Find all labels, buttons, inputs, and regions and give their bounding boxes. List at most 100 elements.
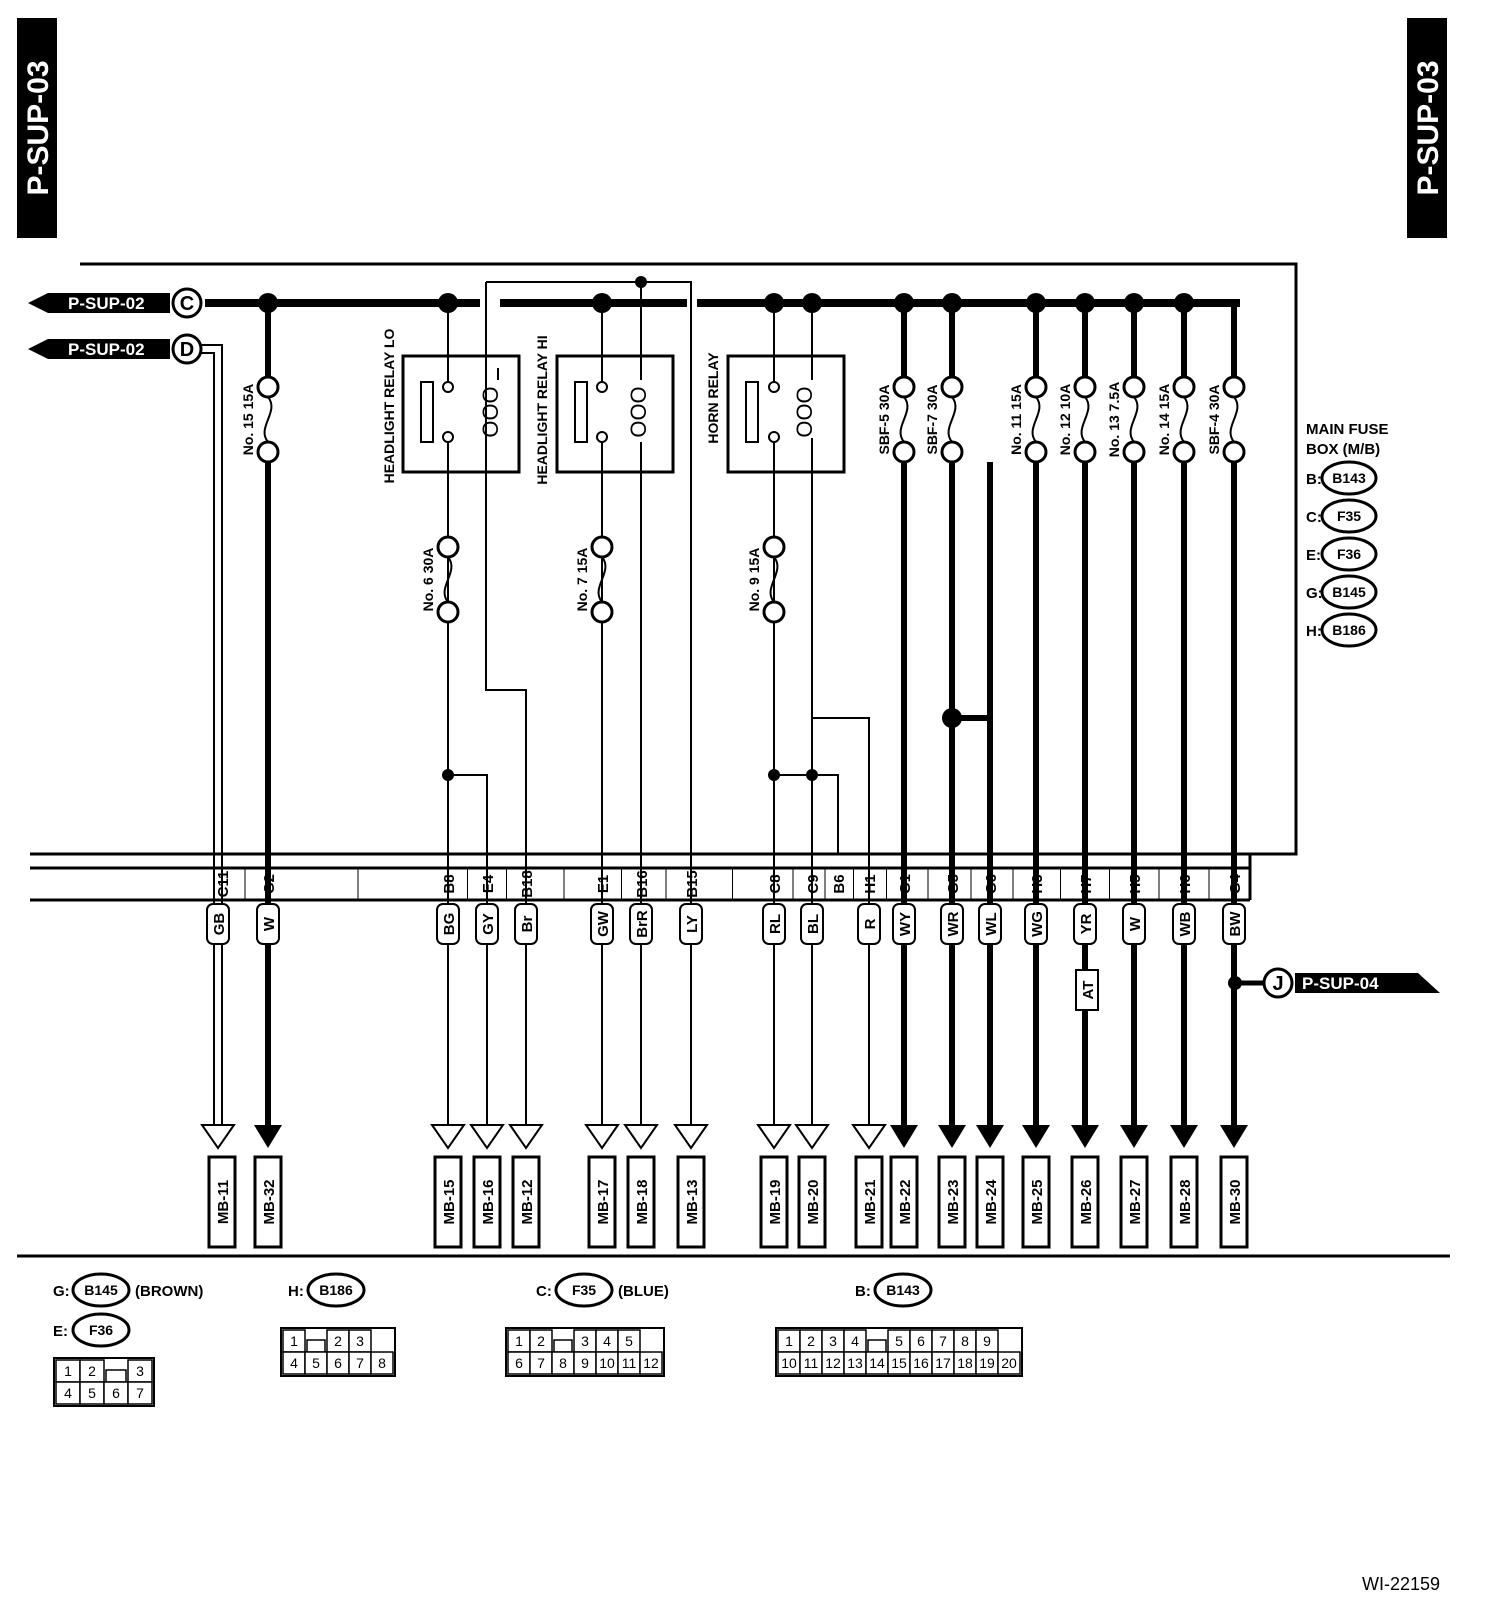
wire-color-6: BrR (634, 910, 651, 938)
dest-box-11 (889, 1155, 919, 1249)
dest-label-13: MB-24 (983, 1179, 1000, 1225)
offpage-in-d-label: P-SUP-02 (68, 340, 145, 359)
wire-color-0: GB (211, 913, 228, 936)
legend-code-0: B143 (1332, 470, 1366, 486)
conn-view-oval-2 (306, 1272, 366, 1308)
offpage-in-c: P-SUP-02 C (28, 287, 203, 319)
conn-view-code-0: B145 (84, 1282, 118, 1298)
conn-view-pin-4-6: 6 (917, 1333, 925, 1349)
fuse-terminal-bottom-f14 (1172, 440, 1196, 464)
junction-lo-split (442, 769, 454, 781)
fuse-terminal-top-f6 (436, 535, 460, 559)
fuse-box-legend: MAIN FUSE BOX (M/B) B:B143C:F35E:F36G:B1… (1306, 421, 1389, 648)
relay-horn-coil: OOO (792, 386, 817, 437)
conn-view-pin-3-7: 7 (537, 1355, 545, 1371)
fuse-label-f11: No. 11 15A (1008, 384, 1024, 455)
wire-tag-box-0 (206, 903, 230, 945)
conn-view-frame-3 (505, 1327, 665, 1377)
conn-view-pin-2-3: 3 (356, 1333, 364, 1349)
fuse-terminal-top-f9 (762, 535, 786, 559)
conn-view-pin-4-20: 20 (1001, 1355, 1017, 1371)
fuse-terminal-bottom-f15 (256, 440, 280, 464)
fuse-element-f15 (263, 396, 273, 443)
fuse-terminal-bottom-f13 (1122, 440, 1146, 464)
conn-view-pin-4-19: 19 (979, 1355, 995, 1371)
conn-view-pin-4-11: 11 (804, 1355, 819, 1371)
fuse-terminal-bottom-f7 (590, 600, 614, 624)
fuse-terminal-top-f14 (1172, 375, 1196, 399)
relay-horn: OOO HORN RELAY (705, 352, 846, 474)
relay-headlight-hi-label: HEADLIGHT RELAY HI (534, 335, 550, 484)
conn-view-oval-3 (554, 1272, 614, 1308)
legend-letter-4: H: (1306, 623, 1322, 640)
wire-arrow-14 (1022, 1125, 1050, 1148)
conn-view-pin-2-8: 8 (378, 1355, 386, 1371)
wire-color-14: WG (1029, 911, 1046, 937)
conn-view-pin-4-1: 1 (785, 1333, 793, 1349)
conn-view-frame-2 (280, 1327, 396, 1377)
wire-color-5: GW (595, 910, 612, 937)
fuse-box-outline (30, 262, 1298, 856)
dest-box-8 (759, 1155, 789, 1249)
conn-view-pin-2-5: 5 (312, 1355, 320, 1371)
pin-B18: B18 (519, 870, 536, 898)
page-tag-right-text: P-SUP-03 (1412, 60, 1445, 195)
wire-arrow-7 (673, 1124, 709, 1150)
wire-arrow-0 (200, 1124, 236, 1150)
bus-junction-7 (1026, 293, 1046, 313)
conn-view-frame-4 (775, 1327, 1023, 1377)
dest-label-9: MB-20 (805, 1179, 822, 1224)
conn-view-frame-0 (53, 1357, 155, 1407)
fuse-terminal-top-f11 (1024, 375, 1048, 399)
dest-box-6 (626, 1155, 656, 1249)
dest-label-6: MB-18 (634, 1179, 651, 1224)
dest-box-17 (1169, 1155, 1199, 1249)
pin-G4: G4 (1227, 873, 1244, 894)
dest-label-11: MB-22 (897, 1179, 914, 1224)
offpage-in-c-label: P-SUP-02 (68, 294, 145, 313)
wire-color-18: BW (1227, 911, 1244, 937)
relay-headlight-lo-coil: OOO (478, 386, 503, 437)
wire-run-layer (200, 462, 1248, 1150)
conn-view-pin-2-2: 2 (334, 1333, 342, 1349)
pin-B15: B15 (684, 870, 701, 898)
wire-arrow-6 (623, 1124, 659, 1150)
relay-headlight-lo-label: HEADLIGHT RELAY LO (381, 328, 397, 483)
wire-arrow-4 (508, 1124, 544, 1150)
wire-arrow-1 (254, 1125, 282, 1148)
conn-view-pin-0-5: 5 (88, 1385, 96, 1401)
wire-tag-box-3 (475, 903, 499, 945)
conn-view-letter-3: C: (536, 1283, 552, 1300)
conn-view-pin-3-12: 12 (643, 1355, 659, 1371)
relay-horn-label: HORN RELAY (705, 352, 721, 444)
dest-box-15 (1070, 1155, 1100, 1249)
pin-H6: H6 (1177, 874, 1194, 893)
fuse-element-f12 (1080, 396, 1090, 443)
conn-view-pin-2-1: 1 (290, 1333, 298, 1349)
wire-arrow-13 (976, 1125, 1004, 1148)
legend-letter-2: E: (1306, 547, 1321, 564)
fuse-element-f6 (443, 556, 453, 603)
conn-view-key-4 (867, 1339, 887, 1353)
conn-view-pin-4-5: 5 (895, 1333, 903, 1349)
conn-view-cell-4-1-10 (997, 1351, 1021, 1375)
wire-tag-box-8 (762, 903, 786, 945)
dest-label-0: MB-11 (215, 1180, 232, 1224)
offpage-out-j-label: P-SUP-04 (1302, 974, 1379, 993)
bus-junction-9 (1124, 293, 1144, 313)
fuse-element-sbf7 (947, 396, 957, 443)
fuse-label-f13: No. 13 7.5A (1106, 382, 1122, 457)
dest-box-9 (797, 1155, 827, 1249)
conn-view-pin-3-11: 11 (622, 1355, 637, 1371)
offpage-in-c-letter: C (180, 293, 194, 315)
dest-box-13 (975, 1155, 1005, 1249)
conn-view-code-4: B143 (886, 1282, 920, 1298)
relay-headlight-lo: OOO HEADLIGHT RELAY LO (381, 328, 521, 483)
fuse-terminal-bottom-sbf4 (1222, 440, 1246, 464)
page-tag-right: P-SUP-03 (1407, 18, 1447, 238)
wire-color-10: R (862, 918, 879, 929)
conn-view-key-2 (306, 1339, 326, 1353)
wire-tag-box-12 (940, 903, 964, 945)
